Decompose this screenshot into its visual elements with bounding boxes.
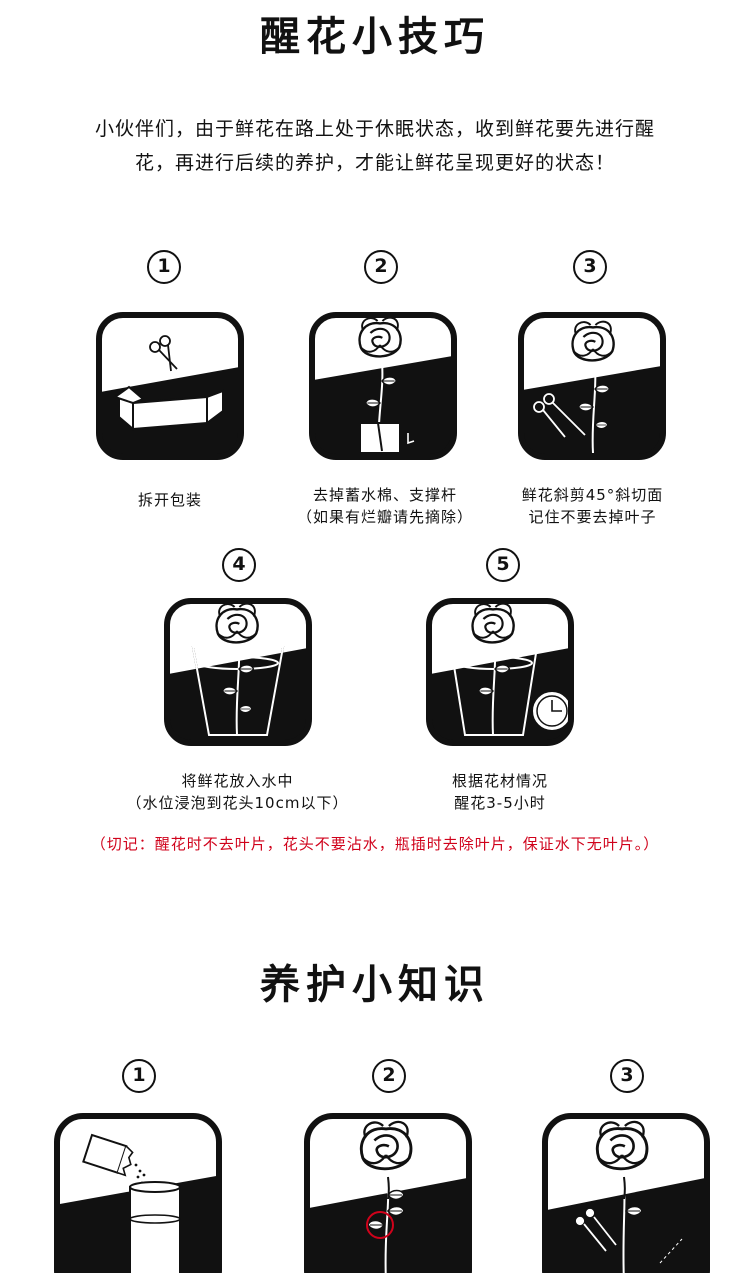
step-number-3: 3 [573, 250, 607, 284]
care-2-remove-leaves-illustration [304, 1113, 472, 1273]
step-3-cut-stem-illustration [517, 311, 667, 461]
step-3-caption: 鲜花斜剪45°斜切面 记住不要去掉叶子 [490, 484, 695, 528]
step-number-5: 5 [486, 548, 520, 582]
section-title-care-tips: 养护小知识 [260, 962, 490, 1008]
step-4-caption-line1: 将鲜花放入水中 [181, 772, 294, 790]
step-5-caption-line2: 醒花3-5小时 [454, 794, 546, 812]
warning-note: （切记：醒花时不去叶片，花头不要沾水，瓶插时去除叶片，保证水下无叶片。） [90, 835, 660, 853]
step-1-unbox-illustration [95, 311, 245, 461]
care-1-nutrient-illustration [54, 1113, 222, 1273]
step-number-4: 4 [222, 548, 256, 582]
section-title-wake-flowers: 醒花小技巧 [260, 14, 490, 60]
step-2-caption: 去掉蓄水棉、支撑杆 （如果有烂瓣请先摘除） [280, 484, 490, 528]
step-2-caption-line2: （如果有烂瓣请先摘除） [296, 508, 473, 526]
step-3-caption-line1: 鲜花斜剪45°斜切面 [521, 486, 664, 504]
step-3-caption-line2: 记住不要去掉叶子 [528, 508, 657, 526]
intro-paragraph: 小伙伴们，由于鲜花在路上处于休眠状态，收到鲜花要先进行醒花，再进行后续的养护，才… [95, 118, 656, 174]
step-2-remove-support-illustration [308, 311, 458, 461]
care-step-number-2: 2 [372, 1059, 406, 1093]
care-3-trim-stem-illustration [542, 1113, 710, 1273]
step-1-caption: 拆开包装 [95, 489, 245, 511]
step-4-soak-illustration [163, 597, 313, 747]
step-number-1: 1 [147, 250, 181, 284]
care-step-number-3: 3 [610, 1059, 644, 1093]
care-step-number-1: 1 [122, 1059, 156, 1093]
step-1-caption-line1: 拆开包装 [137, 491, 202, 509]
step-4-caption-line2: （水位浸泡到花头10cm以下） [126, 794, 349, 812]
step-number-2: 2 [364, 250, 398, 284]
step-4-caption: 将鲜花放入水中 （水位浸泡到花头10cm以下） [100, 770, 375, 814]
step-5-caption: 根据花材情况 醒花3-5小时 [425, 770, 575, 814]
step-5-caption-line1: 根据花材情况 [451, 772, 548, 790]
step-5-wait-illustration [425, 597, 575, 747]
step-2-caption-line1: 去掉蓄水棉、支撑杆 [312, 486, 457, 504]
